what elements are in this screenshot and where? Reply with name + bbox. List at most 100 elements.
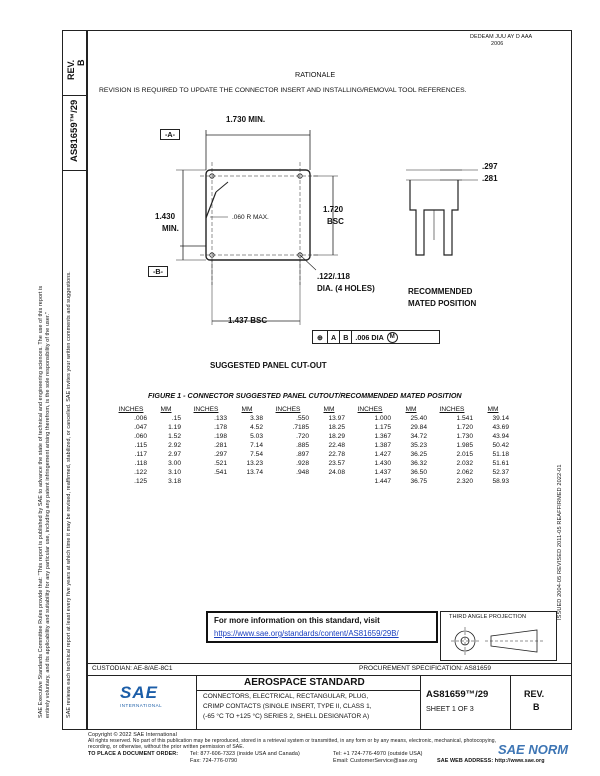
table-cell: .897 <box>296 451 309 458</box>
table-header: MM <box>487 406 499 413</box>
rev-cell-divider <box>510 675 511 730</box>
table-header: INCHES <box>193 406 219 413</box>
table-cell: 25.40 <box>410 415 427 422</box>
table-header: MM <box>160 406 172 413</box>
table-cell <box>311 477 347 486</box>
table-cell: 18.29 <box>328 433 345 440</box>
docnum-box-divider <box>62 170 87 171</box>
info-box-link[interactable]: https://www.sae.org/standards/content/AS… <box>214 629 399 638</box>
table-cell: .117 <box>134 451 147 458</box>
table-cell: .15 <box>171 415 181 422</box>
mated-label-2: MATED POSITION <box>408 299 477 308</box>
sae-logo: SAE INTERNATIONAL <box>120 683 162 708</box>
radius-note: .060 R MAX. <box>232 214 269 221</box>
tolerance-datum-b: B <box>340 331 353 343</box>
table-cell: 43.94 <box>492 433 509 440</box>
table-header: INCHES <box>118 406 144 413</box>
table-header: MM <box>241 406 253 413</box>
table-header: INCHES <box>275 406 301 413</box>
dim-bsc-1: 1.720 <box>323 205 344 214</box>
table-cell: .060 <box>134 433 147 440</box>
table-cell: 1.541 <box>456 415 473 422</box>
left-column-edge <box>86 30 88 730</box>
table-cell: .720 <box>296 433 309 440</box>
logo-cell-divider <box>196 675 197 730</box>
datum-b: -B- <box>148 266 168 277</box>
table-cell: 13.74 <box>246 469 263 476</box>
footer-rights-2: recording, or otherwise, without the pri… <box>88 744 245 750</box>
table-cell: 7.14 <box>250 442 263 449</box>
title-line-3: (-65 °C TO +125 °C) SERIES 2, SHELL DESI… <box>203 713 370 720</box>
table-cell: 36.32 <box>410 460 427 467</box>
table-cell: 1.387 <box>374 442 391 449</box>
table-cell: 13.23 <box>246 460 263 467</box>
table-cell: 23.57 <box>328 460 345 467</box>
rationale-text: REVISION IS REQUIRED TO UPDATE THE CONNE… <box>99 87 467 94</box>
table-cell: 1.175 <box>374 424 391 431</box>
header-stamp-line2: 2006 <box>491 41 504 47</box>
table-cell: .198 <box>214 433 227 440</box>
holes-note-1: .122/.118 <box>317 272 350 281</box>
panel-cutout-drawing <box>176 130 478 325</box>
table-cell: .133 <box>214 415 227 422</box>
table-cell: 1.19 <box>168 424 181 431</box>
position-icon: ⊕ <box>313 331 328 343</box>
title-block-top <box>87 663 572 664</box>
heading-divider <box>196 690 420 691</box>
tolerance-value: .006 DIA <box>355 333 384 342</box>
table-cell: .178 <box>214 424 227 431</box>
table-cell: 2.015 <box>456 451 473 458</box>
header-stamp-line1: DEDEAM JUU AY D AAA <box>470 34 533 40</box>
table-cell: .541 <box>214 469 227 476</box>
table-cell: 50.42 <box>492 442 509 449</box>
table-cell: 1.720 <box>456 424 473 431</box>
dim-bsc-2: BSC <box>327 217 344 226</box>
table-cell: 18.25 <box>328 424 345 431</box>
table-cell: .125 <box>134 478 147 485</box>
table-cell: 34.72 <box>410 433 427 440</box>
custodian: CUSTODIAN: AE-8/AE-8C1 <box>92 665 173 672</box>
watermark: SAE NORM <box>498 742 569 757</box>
rationale-title: RATIONALE <box>295 70 336 79</box>
sae-logo-sub: INTERNATIONAL <box>120 703 163 708</box>
conversion-table: INCHES MM INCHES MM INCHES MM INCHES MM … <box>113 405 511 486</box>
footer-email[interactable]: Email: CustomerService@sae.org <box>333 758 418 764</box>
datum-a: -A- <box>160 129 180 140</box>
table-cell: 39.14 <box>492 415 509 422</box>
holes-note-2: DIA. (4 HOLES) <box>317 284 375 293</box>
sae-logo-text: SAE <box>120 683 158 702</box>
table-cell: 22.78 <box>328 451 345 458</box>
table-cell: 1.52 <box>168 433 181 440</box>
table-cell: 51.61 <box>492 460 509 467</box>
table-header: INCHES <box>439 406 465 413</box>
info-box-text: For more information on this standard, v… <box>214 616 380 625</box>
table-cell: 52.37 <box>492 469 509 476</box>
left-doc-number: AS81659™/29 <box>69 99 80 162</box>
table-cell: .118 <box>134 460 147 467</box>
left-rev-value: B <box>76 59 86 67</box>
dim-thick-1: .297 <box>482 162 498 171</box>
title-doc-number: AS81659™/29 <box>426 689 489 700</box>
table-cell: 1.985 <box>456 442 473 449</box>
mated-label-1: RECOMMENDED <box>408 287 473 296</box>
table-cell: .281 <box>214 442 227 449</box>
table-cell: .115 <box>134 442 147 449</box>
notice-line-1: SAE Executive Standards Committee Rules … <box>38 285 44 718</box>
footer-tel-1: Tel: 877-606-7323 (inside USA and Canada… <box>190 751 300 757</box>
table-cell: .7185 <box>292 424 309 431</box>
title-line-2: CRIMP CONTACTS (SINGLE INSERT, TYPE II, … <box>203 703 372 710</box>
table-cell: 2.320 <box>456 478 473 485</box>
procurement-spec: PROCUREMENT SPECIFICATION: AS81659 <box>359 665 491 672</box>
footer-web[interactable]: SAE WEB ADDRESS: http://www.sae.org <box>437 758 545 764</box>
table-cell: 2.062 <box>456 469 473 476</box>
table-cell: 13.97 <box>328 415 345 422</box>
table-cell: .928 <box>296 460 309 467</box>
dim-width: 1.730 MIN. <box>226 115 266 124</box>
table-header-row: INCHES MM INCHES MM INCHES MM INCHES MM … <box>113 405 511 414</box>
left-rev-label: REV. <box>66 59 76 80</box>
